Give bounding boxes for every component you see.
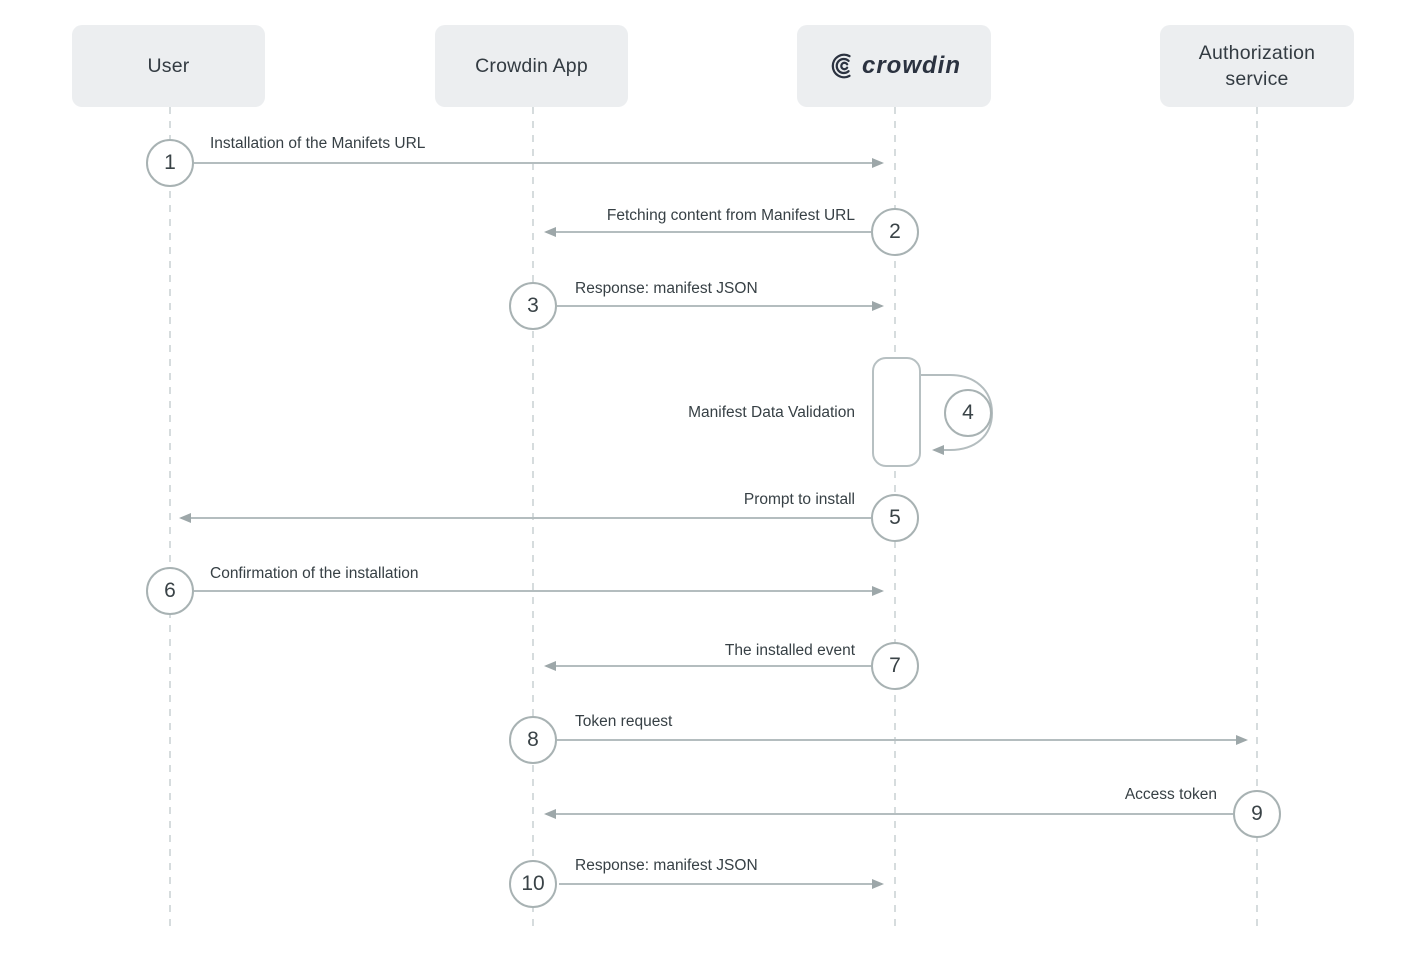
activation-box-manifest-validation (872, 357, 921, 467)
message-label-6: Confirmation of the installation (210, 565, 419, 582)
step-number: 7 (889, 654, 901, 677)
step-circle-7: 7 (871, 642, 919, 690)
step-number: 6 (164, 579, 176, 602)
message-label-4: Manifest Data Validation (688, 404, 855, 421)
message-label-9: Access token (1124, 786, 1217, 803)
step-number: 2 (889, 220, 901, 243)
step-circle-4: 4 (944, 389, 992, 437)
crowdin-logo-wordmark: crowdin (861, 51, 961, 79)
actor-crowdin-app-label: Crowdin App (475, 54, 588, 77)
message-label-7: The installed event (724, 642, 855, 659)
actor-authorization-service-label: Authorization service (1198, 41, 1316, 90)
step-circle-9: 9 (1233, 790, 1281, 838)
actor-crowdin: crowdin (797, 25, 991, 107)
step-circle-6: 6 (146, 567, 194, 615)
step-number: 9 (1251, 802, 1263, 825)
step-circle-1: 1 (146, 139, 194, 187)
step-circle-10: 10 (509, 860, 557, 908)
arrow-step-4-self-loop (920, 374, 994, 455)
step-circle-8: 8 (509, 716, 557, 764)
crowdin-logo: crowdin (827, 50, 961, 82)
step-circle-3: 3 (509, 282, 557, 330)
step-number: 3 (527, 294, 539, 317)
message-label-8: Token request (575, 713, 673, 730)
step-circle-2: 2 (871, 208, 919, 256)
message-label-3: Response: manifest JSON (575, 280, 758, 297)
message-arrows (179, 158, 1248, 889)
message-label-5: Prompt to install (743, 491, 855, 508)
actor-user: User (72, 25, 265, 107)
step-number: 10 (521, 872, 545, 895)
step-number: 5 (889, 506, 901, 529)
crowdin-swirl-icon (831, 53, 851, 79)
actor-authorization-service: Authorization service (1160, 25, 1354, 107)
step-number: 1 (164, 151, 176, 174)
step-number: 8 (527, 728, 539, 751)
message-label-10: Response: manifest JSON (575, 857, 758, 874)
message-label-2: Fetching content from Manifest URL (606, 207, 855, 224)
actor-user-label: User (147, 54, 190, 77)
step-number: 4 (962, 401, 974, 424)
step-circle-5: 5 (871, 494, 919, 542)
actor-crowdin-app: Crowdin App (435, 25, 628, 107)
message-label-1: Installation of the Manifets URL (210, 135, 426, 152)
